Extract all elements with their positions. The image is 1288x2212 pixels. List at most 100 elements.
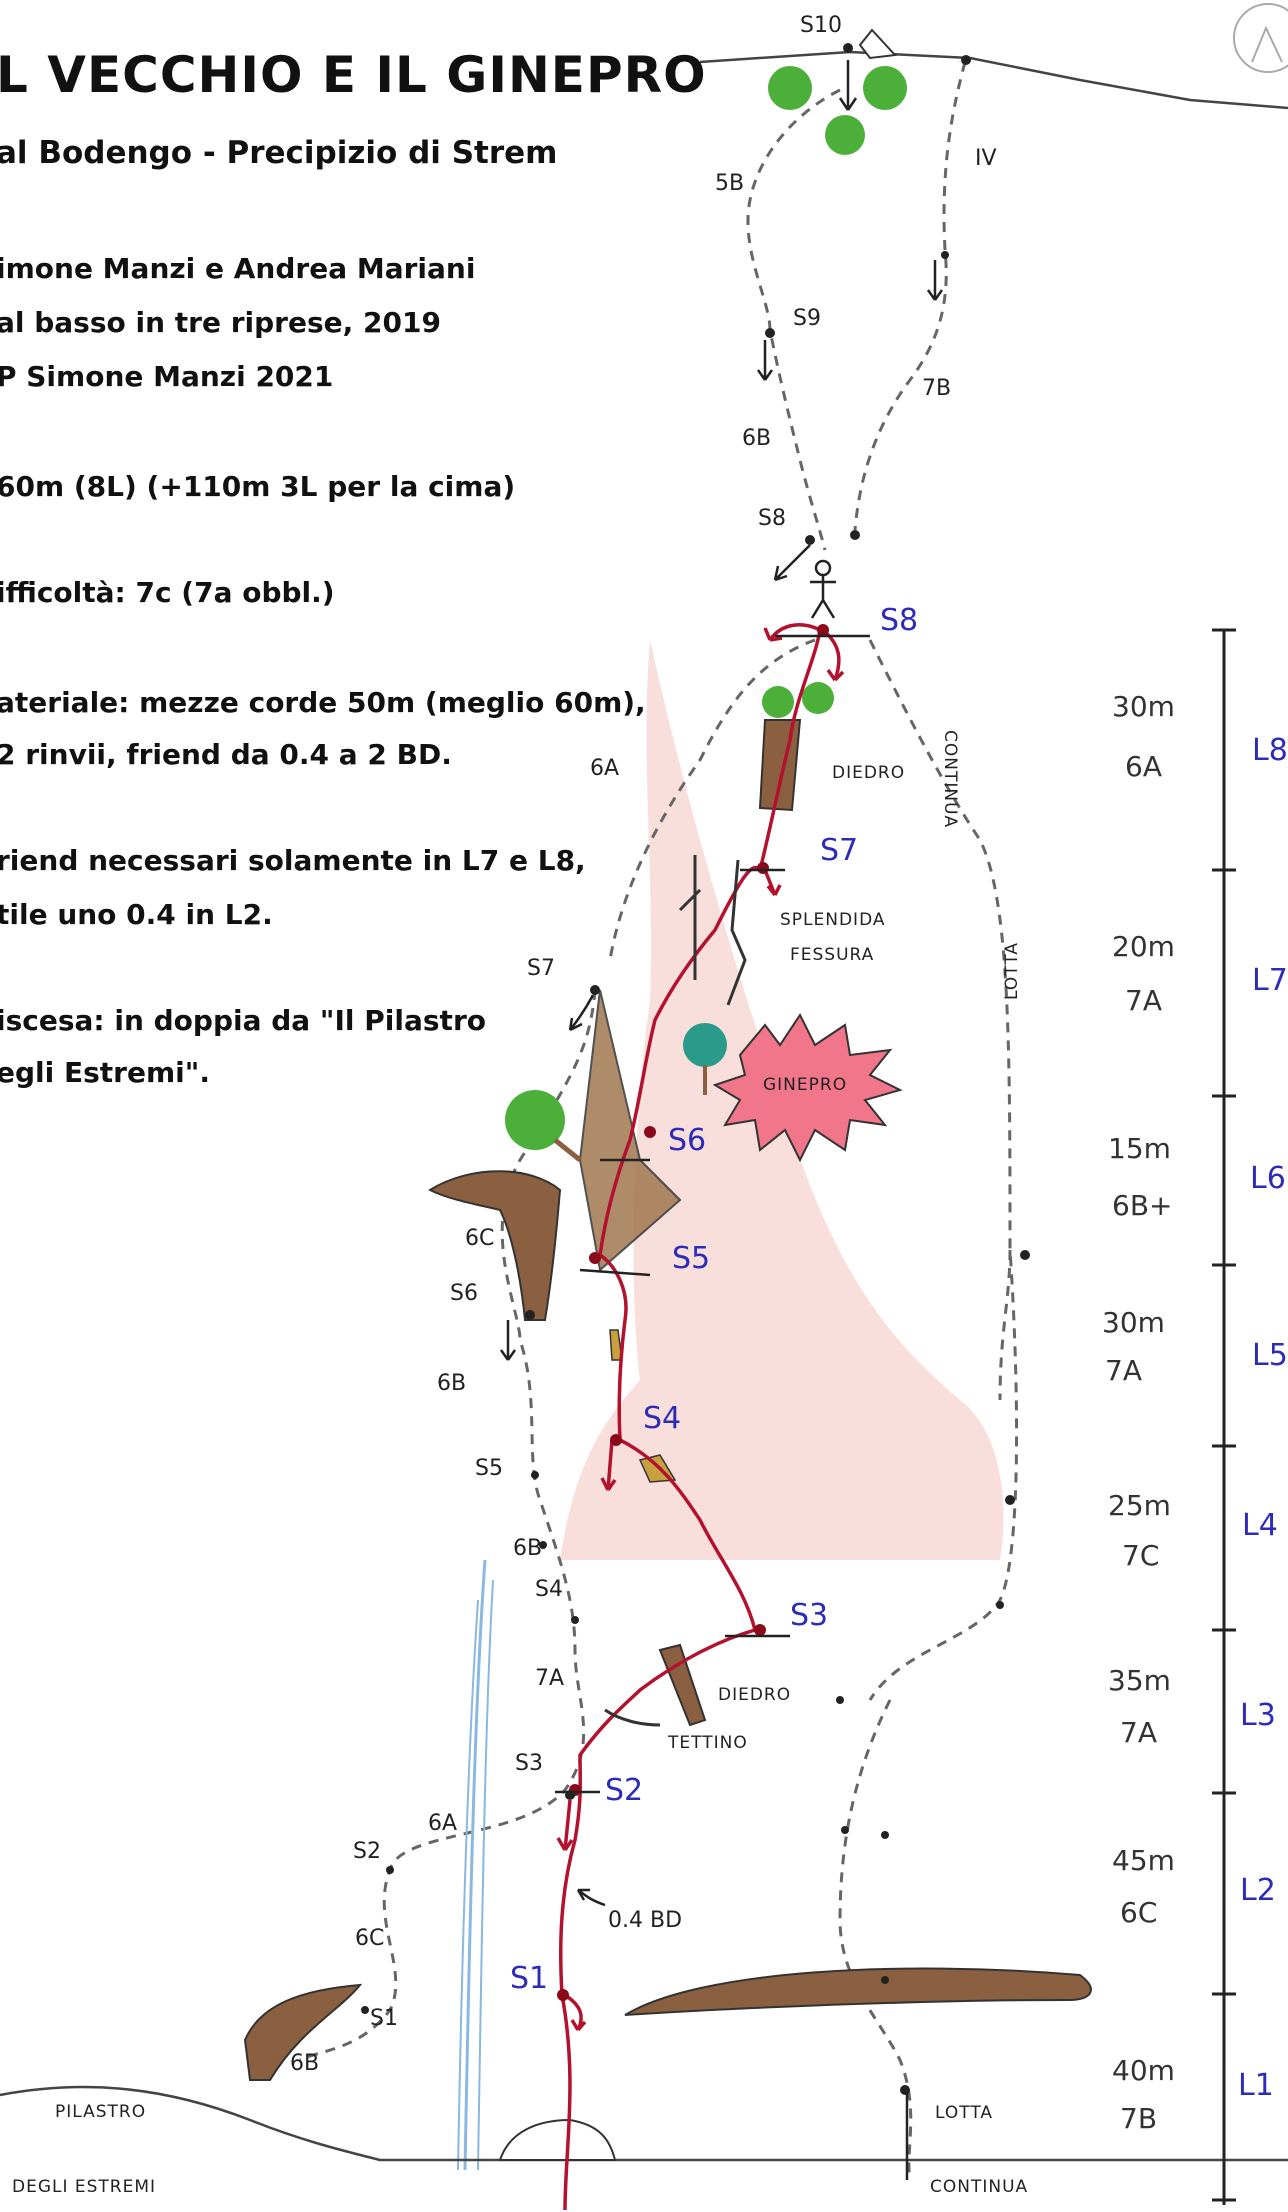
info-line: 2 rinvii, friend da 0.4 a 2 BD.	[0, 738, 452, 771]
pitch-number: L7	[1252, 963, 1288, 998]
arrow-s6-left	[501, 1320, 515, 1360]
left-grade-label: 6A	[590, 756, 619, 781]
scale-pitch-l7: 20m 7A L7	[1112, 930, 1288, 1017]
pitch-length: 25m	[1108, 1489, 1171, 1522]
pitch-length: 35m	[1108, 1664, 1171, 1697]
left-grade-label: 6B	[513, 1536, 542, 1561]
logo-mark	[1234, 4, 1288, 72]
pitch-number: L4	[1242, 1508, 1278, 1543]
right-grade-label: 7B	[922, 376, 951, 401]
degli-estremi-label: DEGLI ESTREMI	[12, 2177, 156, 2197]
scale-ruler	[1212, 630, 1236, 2205]
continua-vertical-label: CONTINUA	[940, 730, 960, 828]
station-label: S1	[510, 1961, 548, 1996]
pitch-length: 30m	[1102, 1306, 1165, 1339]
splendida-label: SPLENDIDA	[780, 910, 886, 930]
lotta-vertical-label: LOTTA	[1002, 942, 1022, 1000]
ginepro-label: GINEPRO	[763, 1075, 847, 1095]
info-line: tile uno 0.4 in L2.	[0, 898, 273, 931]
station-label: S5	[672, 1241, 710, 1276]
pitch-grade: 6C	[1120, 1896, 1157, 1929]
scale-pitch-l6: 15m 6B+ L6	[1108, 1132, 1286, 1222]
info-line: ateriale: mezze corde 50m (meglio 60m),	[0, 686, 646, 719]
pitch-length: 15m	[1108, 1132, 1171, 1165]
scale-pitch-l5: 30m 7A L5	[1102, 1306, 1288, 1387]
pitch-length: 20m	[1112, 930, 1175, 963]
info-line: egli Estremi".	[0, 1056, 210, 1089]
station-label: S8	[880, 603, 918, 638]
arrow-s7-left	[570, 995, 593, 1030]
station-label: S2	[605, 1773, 643, 1808]
friend-note-label: 0.4 BD	[608, 1908, 682, 1933]
long-ledge	[625, 1968, 1091, 2015]
info-line: riend necessari solamente in L7 e L8,	[0, 844, 586, 877]
left-grade-label: 6A	[428, 1811, 457, 1836]
info-line: al basso in tre riprese, 2019	[0, 306, 441, 339]
pitch-number: L6	[1250, 1161, 1286, 1196]
pitch-length: 45m	[1112, 1844, 1175, 1877]
pitch-length: 40m	[1112, 2054, 1175, 2087]
diedro-top-block	[760, 720, 800, 810]
page-subtitle: al Bodengo - Precipizio di Strem	[0, 135, 557, 171]
rappel-arrow-s7	[765, 870, 780, 895]
station-label: S6	[668, 1123, 706, 1158]
pitch-length: 30m	[1112, 690, 1175, 723]
pitch-grade: 7A	[1125, 984, 1162, 1017]
scale-pitch-l1: 40m 7B L1	[1112, 2054, 1274, 2135]
pitch-number: L3	[1240, 1698, 1276, 1733]
right-outer-dash	[1000, 1250, 1010, 1400]
rappel-arrow-s8-right	[825, 632, 843, 680]
left-route-lower	[300, 990, 595, 2060]
left-station-label: S8	[758, 506, 786, 531]
tettino-label: TETTINO	[667, 1733, 748, 1753]
continua-bottom-label: CONTINUA	[930, 2177, 1028, 2197]
scale-pitch-l3: 35m 7A L3	[1108, 1664, 1276, 1749]
left-station-label: S3	[515, 1751, 543, 1776]
station-label: S4	[643, 1401, 681, 1436]
left-station-label: S7	[527, 956, 555, 981]
station-label: S7	[820, 833, 858, 868]
left-grade-label: 6B	[742, 426, 771, 451]
left-station-label: S1	[370, 2006, 398, 2031]
scale-pitch-l2: 45m 6C L2	[1112, 1844, 1276, 1929]
left-grade-label: 6C	[355, 1926, 384, 1951]
pitch-number: L8	[1252, 733, 1288, 768]
pitch-grade: 7A	[1105, 1354, 1142, 1387]
diedro-low-block	[660, 1645, 705, 1725]
rappel-arrow-s2	[558, 1800, 572, 1850]
arrow-s8-left	[775, 545, 810, 580]
fessura-label: FESSURA	[790, 945, 874, 965]
left-grade-label: 5B	[715, 171, 744, 196]
arrow-friend	[578, 1890, 605, 1905]
left-grade-label: 6B	[290, 2051, 319, 2076]
arrow-s9	[758, 340, 772, 380]
lotta-bottom-label: LOTTA	[935, 2103, 993, 2123]
tree-left	[505, 1090, 580, 1160]
pitch-number: L5	[1252, 1338, 1288, 1373]
page-title: L VECCHIO E IL GINEPRO	[0, 46, 707, 104]
tree-s8-1	[762, 686, 794, 718]
right-route-lower	[840, 1700, 911, 2180]
pitch-grade: 7C	[1122, 1539, 1159, 1572]
left-station-label: S9	[793, 306, 821, 331]
diedro-top-label: DIEDRO	[832, 763, 905, 783]
climber-figure	[810, 561, 836, 618]
ground-line	[0, 2087, 1288, 2160]
right-route-top	[855, 62, 965, 530]
diedro-low-label: DIEDRO	[718, 1685, 791, 1705]
tree-summit-3	[825, 115, 865, 155]
pitch-grade: 7B	[1120, 2102, 1157, 2135]
info-line: P Simone Manzi 2021	[0, 360, 333, 393]
pitch-grade: 6A	[1125, 750, 1162, 783]
start-boulder	[500, 2120, 615, 2160]
info-line: ifficoltà: 7c (7a obbl.)	[0, 576, 335, 609]
scale-pitch-l4: 25m 7C L4	[1108, 1489, 1278, 1572]
scale-pitch-l8: 30m 6A L8	[1112, 690, 1288, 783]
tree-summit-2	[863, 66, 907, 110]
station-label: S3	[790, 1598, 828, 1633]
pilastro-label: PILASTRO	[55, 2102, 146, 2122]
tree-summit-1	[768, 66, 812, 110]
left-grade-label: 6B	[437, 1371, 466, 1396]
